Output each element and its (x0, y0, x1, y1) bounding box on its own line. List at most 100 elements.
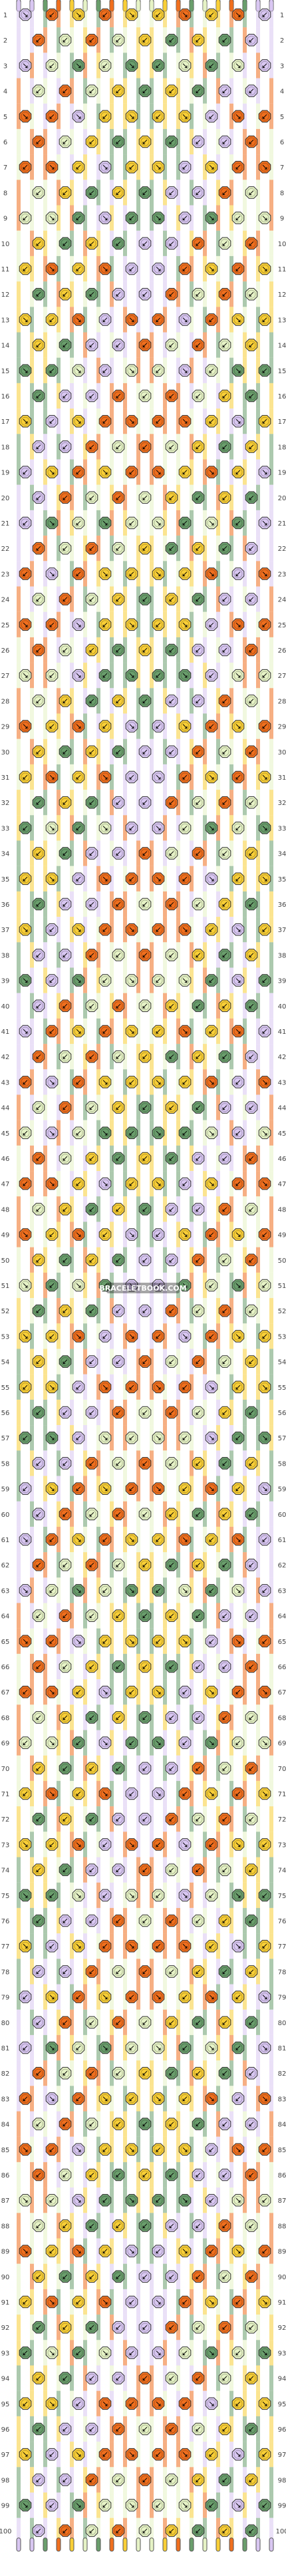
row-number: 70 (1, 1766, 10, 1773)
knot-direction-glyph: ↙ (75, 1382, 82, 1392)
knot-icon: ↙ (85, 2321, 98, 2334)
knot-direction-glyph: ↙ (208, 976, 215, 985)
knot-direction-glyph: ↘ (75, 671, 82, 680)
knot-direction-glyph: ↘ (208, 1484, 215, 1494)
knot-icon: ↙ (218, 1050, 231, 1063)
knot-direction-glyph: ↘ (182, 2145, 188, 2154)
knot-direction-glyph: ↙ (168, 1967, 175, 1976)
knot-icon: ↙ (85, 1863, 98, 1876)
row-number: 46 (278, 1156, 286, 1163)
knot-direction-glyph: ↙ (235, 2399, 241, 2408)
knot-direction-glyph: ↘ (155, 2094, 162, 2103)
row-number: 67 (1, 1689, 10, 1696)
knot-direction-glyph: ↘ (102, 518, 108, 528)
knot-direction-glyph: ↘ (261, 1128, 268, 1138)
knot-direction-glyph: ↙ (208, 620, 215, 629)
row-number: 61 (278, 1537, 286, 1544)
knot-direction-glyph: ↙ (182, 162, 188, 172)
row-number: 48 (1, 1206, 10, 1213)
knot-direction-glyph: ↙ (142, 1052, 148, 1061)
knot-icon: ↘ (178, 2245, 192, 2257)
knot-icon: ↙ (112, 1050, 125, 1063)
knot-icon: ↙ (245, 2474, 258, 2486)
knot-direction-glyph: ↘ (235, 1585, 241, 1595)
knot-direction-glyph: ↘ (235, 2501, 241, 2510)
knot-direction-glyph: ↙ (115, 2170, 122, 2179)
knot-icon: ↙ (45, 1279, 59, 1292)
knot-direction-glyph: ↘ (75, 1941, 82, 1951)
row-number: 89 (1, 2249, 10, 2256)
knot-icon: ↘ (19, 110, 32, 123)
knot-direction-glyph: ↙ (182, 468, 188, 477)
knot-icon: ↙ (165, 1762, 178, 1775)
knot-icon: ↙ (205, 1279, 218, 1292)
knot-icon: ↙ (45, 2193, 59, 2207)
knot-direction-glyph: ↙ (62, 1052, 69, 1061)
knot-direction-glyph: ↙ (221, 188, 228, 197)
knot-direction-glyph: ↙ (22, 569, 29, 578)
knot-icon: ↙ (112, 84, 125, 97)
knot-icon: ↙ (152, 1025, 165, 1038)
knot-icon: ↘ (205, 2346, 218, 2359)
knot-icon: ↙ (218, 2219, 231, 2232)
knot-direction-glyph: ↘ (102, 1993, 108, 2002)
knot-icon: ↙ (45, 1889, 59, 1902)
knot-icon: ↙ (112, 847, 125, 860)
knot-direction-glyph: ↙ (35, 2475, 42, 2484)
knot-icon: ↙ (205, 669, 218, 682)
knot-direction-glyph: ↙ (62, 35, 69, 45)
knot-direction-glyph: ↘ (155, 823, 162, 832)
knot-direction-glyph: ↙ (88, 1916, 95, 1925)
knot-icon: ↙ (72, 1431, 85, 1444)
knot-icon: ↘ (152, 1482, 165, 1495)
knot-icon: ↘ (231, 974, 245, 987)
knot-icon: ↙ (245, 389, 258, 402)
knot-icon: ↘ (231, 1838, 245, 1851)
knot-direction-glyph: ↙ (221, 950, 228, 959)
knot-icon: ↙ (258, 110, 271, 123)
knot-icon: ↙ (59, 2372, 72, 2384)
knot-direction-glyph: ↙ (142, 645, 148, 655)
knot-icon: ↙ (112, 1508, 125, 1521)
knot-direction-glyph: ↙ (168, 849, 175, 858)
knot-icon: ↙ (112, 593, 125, 605)
knot-direction-glyph: ↙ (22, 2297, 29, 2307)
knot-icon: ↘ (178, 1584, 192, 1597)
knot-icon: ↘ (98, 1685, 112, 1698)
knot-direction-glyph: ↙ (168, 1510, 175, 1519)
knot-icon: ↙ (245, 33, 258, 47)
knot-icon: ↙ (231, 516, 245, 530)
knot-icon: ↙ (218, 745, 231, 758)
knot-direction-glyph: ↙ (49, 1941, 55, 1951)
knot-icon: ↙ (85, 1558, 98, 1571)
knot-direction-glyph: ↘ (128, 1941, 135, 1951)
knot-icon: ↘ (205, 822, 218, 834)
knot-icon: ↘ (258, 2041, 271, 2054)
knot-direction-glyph: ↘ (128, 722, 135, 731)
knot-direction-glyph: ↙ (155, 2501, 162, 2510)
knot-icon: ↙ (72, 1736, 85, 1749)
knot-direction-glyph: ↙ (115, 2475, 122, 2484)
knot-icon: ↙ (165, 1355, 178, 1368)
knot-direction-glyph: ↘ (208, 214, 215, 223)
knot-icon: ↙ (32, 2321, 45, 2334)
knot-direction-glyph: ↙ (248, 1916, 255, 1925)
knot-direction-glyph: ↙ (155, 1941, 162, 1951)
knot-icon: ↙ (231, 1991, 245, 2003)
knot-direction-glyph: ↘ (235, 10, 241, 19)
knot-direction-glyph: ↘ (22, 10, 29, 19)
knot-direction-glyph: ↙ (168, 2170, 175, 2179)
knot-direction-glyph: ↙ (35, 1712, 42, 1722)
knot-icon: ↘ (178, 1228, 192, 1241)
knot-icon: ↙ (231, 1380, 245, 1394)
knot-icon: ↙ (138, 237, 152, 250)
knot-direction-glyph: ↘ (235, 1331, 241, 1341)
knot-direction-glyph: ↙ (62, 2424, 69, 2434)
knot-direction-glyph: ↙ (221, 2475, 228, 2484)
knot-icon: ↘ (258, 2092, 271, 2105)
knot-icon: ↙ (112, 1660, 125, 1673)
knot-direction-glyph: ↙ (142, 696, 148, 705)
knot-icon: ↙ (19, 1380, 32, 1394)
knot-icon: ↙ (245, 440, 258, 453)
knot-icon: ↘ (98, 212, 112, 224)
